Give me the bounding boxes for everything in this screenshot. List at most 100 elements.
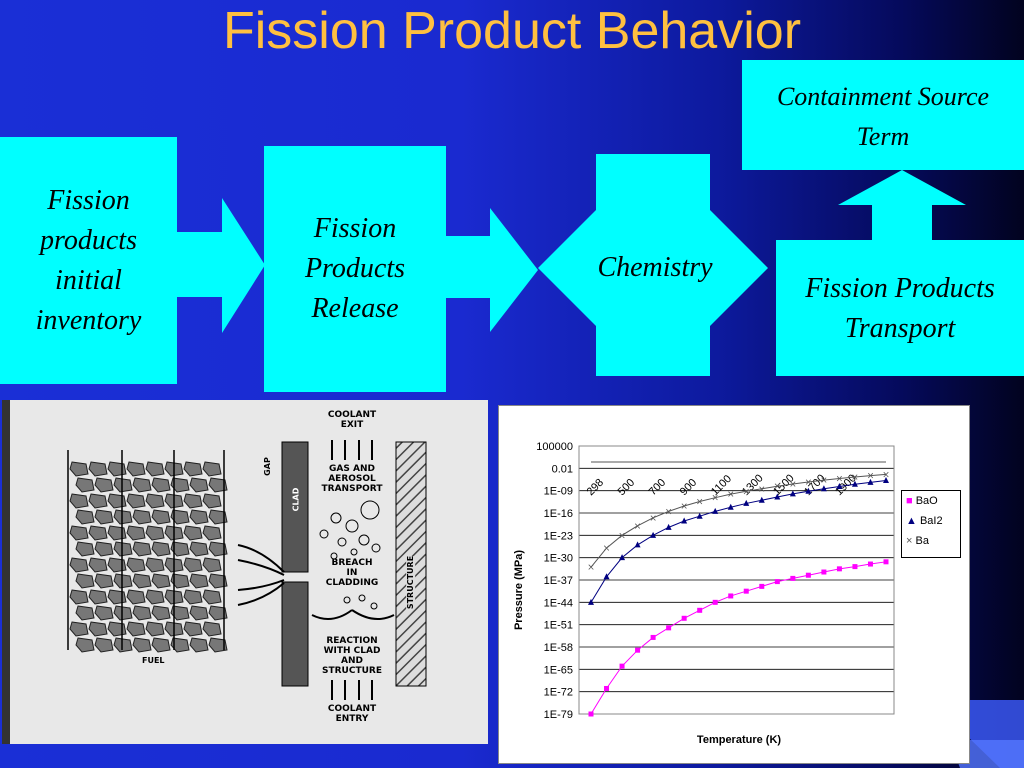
- data-point-ba: ×: [742, 487, 750, 497]
- gas-transport-label: GAS AND AEROSOL TRANSPORT: [321, 464, 383, 494]
- up-arrow: [838, 170, 966, 240]
- data-point-bao: [790, 575, 796, 581]
- legend-item-bao: ■ BaO: [906, 495, 938, 507]
- y-tick-label: 1E-65: [544, 664, 573, 676]
- data-point-ba: ×: [882, 470, 890, 480]
- y-tick-label: 1E-09: [544, 486, 573, 498]
- data-point-bao: [666, 625, 672, 631]
- y-tick-label: 1E-30: [544, 553, 573, 565]
- data-point-bao: [712, 599, 718, 605]
- data-point-ba: ×: [711, 494, 719, 504]
- x-tick-label: 298: [585, 477, 606, 498]
- series-line-bai2: [590, 479, 887, 603]
- y-tick-label: 1E-79: [544, 709, 573, 721]
- data-point-bao: [650, 634, 656, 640]
- data-point-bao: [805, 572, 811, 578]
- data-point-bao: [852, 564, 858, 570]
- schematic-drawing: [2, 400, 427, 744]
- x-axis-title: Temperature (K): [696, 734, 782, 746]
- inventory-box: [0, 137, 177, 384]
- coolant-entry-label: COOLANT ENTRY: [327, 704, 377, 724]
- data-point-bao: [883, 559, 889, 565]
- chemistry-label: Chemistry: [597, 252, 713, 283]
- reaction-label: REACTION WITH CLAD AND STRUCTURE: [322, 636, 382, 676]
- data-point-ba: ×: [634, 522, 642, 532]
- flow-arrow-1: [177, 198, 265, 333]
- data-point-bai2: [867, 478, 874, 485]
- breach-label: BREACH IN CLADDING: [325, 558, 379, 588]
- data-point-bai2: [712, 507, 719, 514]
- data-point-ba: ×: [836, 475, 844, 485]
- transport-label: Fission Products Transport: [805, 273, 995, 344]
- data-point-bai2: [665, 523, 672, 530]
- data-point-ba: ×: [851, 473, 859, 483]
- data-point-bao: [774, 579, 780, 585]
- x-tick-label: 900: [678, 477, 699, 498]
- release-box: [264, 146, 446, 392]
- containment-box: [742, 60, 1024, 170]
- data-point-ba: ×: [587, 563, 595, 573]
- data-point-bai2: [820, 485, 827, 492]
- release-label-wrap: Fission Products Release: [264, 146, 446, 392]
- transport-box: [776, 240, 1024, 376]
- data-point-ba: ×: [680, 502, 688, 512]
- legend-item-ba: × Ba: [906, 535, 929, 547]
- x-tick-label: 700: [647, 477, 668, 498]
- legend-label-bai2: BaI2: [919, 515, 943, 527]
- y-tick-label: 1E-23: [544, 530, 573, 542]
- data-point-bai2: [634, 541, 641, 548]
- y-axis-title: Pressure (MPa): [513, 549, 525, 631]
- data-point-bao: [619, 663, 625, 669]
- data-point-bao: [604, 685, 610, 691]
- structure-label: STRUCTURE: [406, 555, 416, 610]
- inventory-label-wrap: Fission products initial inventory: [0, 137, 177, 384]
- flow-arrow-2: [446, 208, 538, 332]
- data-point-bai2: [758, 496, 765, 503]
- data-point-ba: ×: [805, 478, 813, 488]
- data-point-bai2: [883, 476, 889, 483]
- data-point-bai2: [851, 480, 858, 487]
- data-point-bao: [588, 711, 594, 717]
- data-point-bai2: [805, 487, 812, 494]
- data-point-bao: [821, 569, 827, 575]
- data-point-ba: ×: [618, 531, 626, 541]
- data-point-ba: ×: [649, 514, 657, 524]
- data-point-ba: ×: [696, 498, 704, 508]
- data-point-ba: ×: [867, 472, 875, 482]
- data-point-ba: ×: [758, 485, 766, 495]
- y-tick-label: 1E-44: [544, 597, 573, 609]
- chart-legend: ■ BaO ▲ BaI2 × Ba: [901, 490, 961, 558]
- chemistry-shape: [538, 154, 768, 376]
- y-tick-label: 1E-58: [544, 642, 573, 654]
- data-point-bao: [743, 588, 749, 594]
- release-label: Fission Products Release: [304, 213, 406, 324]
- gap-label: GAP: [262, 457, 272, 476]
- data-point-bao: [836, 566, 842, 572]
- clad-label: CLAD: [291, 487, 301, 512]
- data-point-bai2: [650, 531, 657, 538]
- y-tick-label: 100000: [536, 441, 573, 453]
- plot-area: [578, 445, 895, 715]
- containment-label: Containment Source Term: [776, 82, 990, 151]
- series-line-ba: [590, 473, 887, 568]
- series-line-bao: [590, 561, 887, 715]
- coolant-exit-label: COOLANT EXIT: [327, 410, 377, 430]
- transport-label-wrap: Fission Products Transport: [776, 268, 1024, 350]
- data-point-bao: [867, 561, 873, 567]
- data-point-bai2: [836, 483, 843, 490]
- data-point-ba: ×: [665, 507, 673, 517]
- containment-label-wrap: Containment Source Term: [742, 76, 1024, 158]
- flow-diagram: [0, 60, 1024, 392]
- fuel-label: FUEL: [142, 656, 165, 665]
- data-point-bai2: [696, 512, 703, 519]
- data-point-bai2: [588, 598, 594, 605]
- data-point-bao: [759, 583, 765, 589]
- y-tick-label: 1E-37: [544, 575, 573, 587]
- data-point-ba: ×: [603, 544, 611, 554]
- data-point-bai2: [727, 503, 734, 510]
- data-point-bao: [635, 647, 641, 653]
- cladding-schematic: COOLANT EXIT GAS AND AEROSOL TRANSPORT B…: [2, 400, 488, 744]
- legend-label-bao: BaO: [915, 495, 938, 507]
- data-point-bai2: [681, 517, 688, 524]
